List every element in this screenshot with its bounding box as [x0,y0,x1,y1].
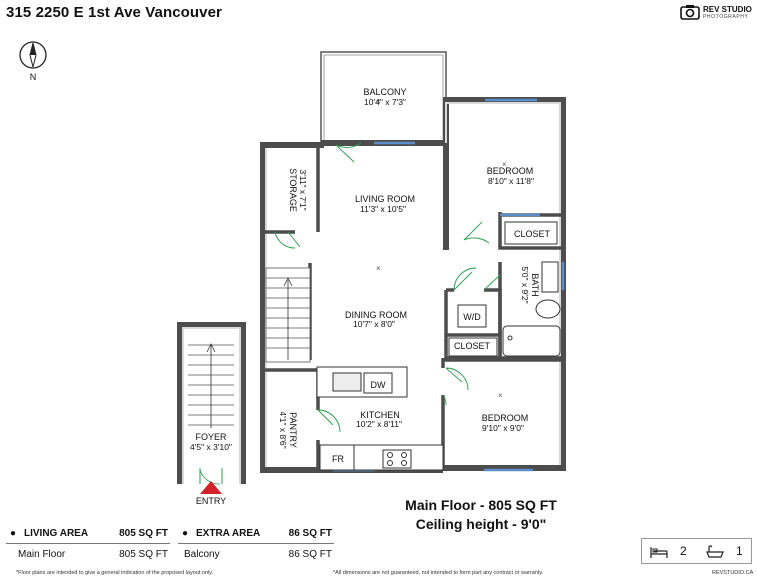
balcony-label: BALCONY [363,87,406,97]
table-row: Main Floor 805 SQ FT [6,544,170,565]
logo-tagline: PHOTOGRAPHY [703,13,749,20]
page-title: 315 2250 E 1st Ave Vancouver [6,4,222,21]
entry-label: ENTRY [196,496,226,506]
extra-area-row-value: 86 SQ FT [288,549,332,560]
bed-icon [650,547,668,558]
compass-north-label: N [30,72,37,82]
logo-brand: REV STUDIO [703,4,752,14]
extra-area-row-label: Balcony [184,549,220,560]
foyer-dims: 4'5" x 3'10" [190,442,232,452]
extra-area-title: EXTRA AREA [196,528,261,539]
kitchen-appliances [319,444,444,471]
svg-text:×: × [376,97,381,106]
storage-label: STORAGE [288,168,298,212]
dining-room-dims: 10'7" x 8'0" [353,319,395,329]
doors [274,142,501,433]
camera-icon [680,5,700,20]
wd-label: W/D [463,312,481,322]
fridge-label: FR [332,454,344,464]
foyer-label: FOYER [195,432,227,442]
living-area-header: ● LIVING AREA 805 SQ FT [6,523,170,544]
closet-box-1 [504,221,558,245]
living-room-label: LIVING ROOM [355,194,415,204]
bedroom1-dims: 8'10" x 11'8" [488,176,534,186]
bedroom1-label: BEDROOM [487,166,534,176]
bullet-icon: ● [182,528,189,539]
living-area-table: ● LIVING AREA 805 SQ FT Main Floor 805 S… [6,523,170,565]
svg-text:×: × [498,391,503,400]
bedroom2-dims: 9'10" x 9'0" [482,423,524,433]
wd-box [457,304,487,328]
room-labels: BALCONY 10'4" x 7'3" LIVING ROOM 11'3" x… [190,87,550,506]
kitchen-label: KITCHEN [360,410,400,420]
closet1-label: CLOSET [514,229,551,239]
ceiling-height: Ceiling height - 9'0" [415,516,547,532]
svg-text:×: × [502,160,507,169]
dw-label: DW [371,380,386,390]
ceiling-lights: × × × × [376,97,507,400]
main-floor-area: Main Floor - 805 SQ FT [405,497,557,513]
living-area-title: LIVING AREA [24,528,89,539]
balcony-dims: 10'4" x 7'3" [364,97,406,107]
footnote-site: REVSTUDIO.CA [712,570,754,576]
closet-box-2 [448,337,498,357]
closet2-label: CLOSET [454,341,491,351]
dining-room-label: DINING ROOM [345,310,407,320]
bath-dims: 5'0" x 9'2" [520,266,530,303]
pantry-dims: 4'1" x 8'6" [278,411,288,448]
bedroom-count: 2 [680,544,687,558]
living-area-row-value: 805 SQ FT [119,549,168,560]
living-room-dims: 11'3" x 10'5" [360,204,406,214]
bedroom2-label: BEDROOM [482,413,529,423]
storage-dims: 3'11" x 7'1" [298,169,308,210]
footnote-dimensions: *All dimensions are not guaranteed, not … [333,570,544,576]
living-area-row-label: Main Floor [18,549,66,560]
extra-area-header: ● EXTRA AREA 86 SQ FT [178,523,334,544]
stairs [265,267,311,363]
floor-summary: Main Floor - 805 SQ FT Ceiling height - … [396,496,566,534]
bathtub-icon [706,545,724,558]
bath-fixtures [502,261,561,357]
kitchen-counter [316,366,408,398]
entry-arrow [200,481,222,494]
bullet-icon: ● [10,528,17,539]
living-area-total: 805 SQ FT [119,528,168,539]
extra-area-table: ● EXTRA AREA 86 SQ FT Balcony 86 SQ FT [178,523,334,565]
kitchen-dims: 10'2" x 8'11" [356,419,402,429]
logo: REV STUDIO PHOTOGRAPHY [680,4,752,20]
bathroom-count: 1 [736,544,743,558]
foyer-block [177,322,246,485]
extra-area-total: 86 SQ FT [288,528,332,539]
svg-text:×: × [376,264,381,273]
pantry-label: PANTRY [288,412,298,448]
room-count-legend: 2 1 [641,538,752,564]
compass: N [19,41,47,82]
table-row: Balcony 86 SQ FT [178,544,334,565]
footnote-layout: *Floor plans are intended to give a gene… [16,570,214,576]
bath-label: BATH [530,273,540,296]
